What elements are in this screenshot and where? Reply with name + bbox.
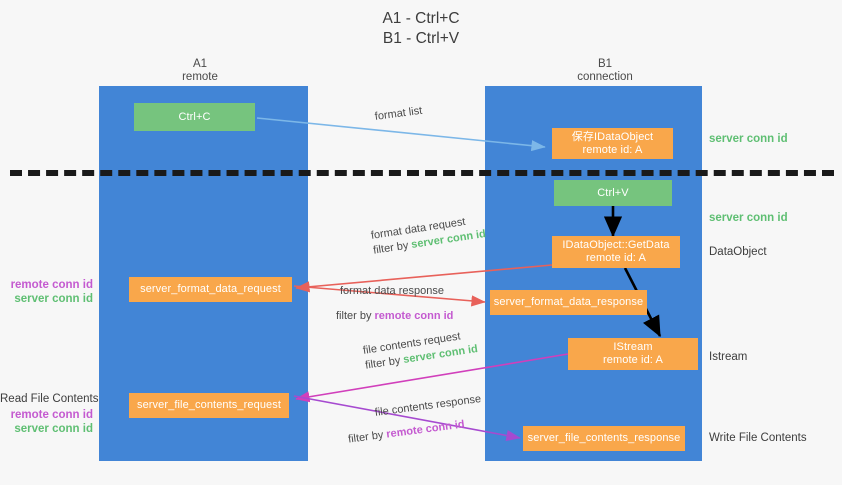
node-save-idataobject-remote-id: remote id: A (582, 143, 643, 156)
page-title: A1 - Ctrl+C B1 - Ctrl+V (0, 9, 842, 49)
node-server-format-data-response[interactable]: server_format_data_response (490, 290, 647, 315)
node-server-file-contents-response[interactable]: server_file_contents_response (523, 426, 685, 451)
right-label-istream: Istream (709, 351, 748, 363)
filter-by-text-2: filter by (336, 310, 372, 322)
node-idataobject-getdata-title: IDataObject::GetData (562, 239, 670, 251)
node-idataobject-getdata-remote-id: remote id: A (586, 252, 646, 264)
node-istream-remote-id: remote id: A (603, 354, 663, 366)
node-save-idataobject[interactable]: 保存IDataObject remote id: A (552, 128, 673, 159)
edge-label-format-data-response-text: format data response (340, 285, 444, 297)
edge-label-format-data-response-filter: filter by remote conn id (336, 309, 453, 324)
edge-label-format-data-response: format data response filter by remote co… (336, 284, 453, 324)
title-line-2: B1 - Ctrl+V (382, 30, 460, 47)
phase-divider (10, 170, 834, 176)
left-label-remote-conn-id-2: remote conn id (10, 409, 93, 421)
filter-by-text-1: filter by (372, 239, 410, 257)
lane-b1-title: B1 (597, 58, 613, 70)
arrow-format-data-response (293, 285, 486, 307)
right-label-dataobject: DataObject (709, 246, 767, 258)
left-label-server-conn-id-2: server conn id (14, 423, 93, 435)
right-label-write-file-contents: Write File Contents (709, 432, 807, 444)
node-server-file-contents-response-label: server_file_contents_response (527, 432, 681, 444)
node-server-format-data-request-label: server_format_data_request (140, 283, 281, 295)
left-label-read-file-contents: Read File Contents (0, 393, 99, 405)
node-ctrl-c[interactable]: Ctrl+C (134, 103, 255, 131)
node-istream[interactable]: IStream remote id: A (568, 338, 698, 370)
left-label-remote-conn-id-1: remote conn id (10, 279, 93, 291)
left-label-conn-ids-top: remote conn id server conn id (0, 278, 93, 306)
arrow-format-list (256, 117, 546, 152)
node-save-idataobject-title: 保存IDataObject (571, 130, 654, 143)
lane-a1-subtitle: remote (182, 71, 218, 83)
node-ctrl-v-label: Ctrl+V (597, 186, 629, 199)
node-idataobject-getdata[interactable]: IDataObject::GetData remote id: A (552, 236, 680, 268)
lane-header-a1: A1 remote (140, 58, 260, 84)
lane-header-b1: B1 connection (545, 58, 665, 84)
node-server-file-contents-request-label: server_file_contents_request (136, 399, 282, 411)
lane-a1-title: A1 (192, 58, 208, 70)
node-ctrl-c-label: Ctrl+C (178, 110, 211, 123)
right-label-server-conn-id-second: server conn id (709, 212, 788, 224)
arrow-file-contents-request (295, 353, 569, 403)
left-label-read-file-contents-group: Read File Contents remote conn id server… (0, 392, 99, 436)
left-label-server-conn-id-1: server conn id (14, 293, 93, 305)
right-label-server-conn-id-top: server conn id (709, 133, 788, 145)
node-server-format-data-request[interactable]: server_format_data_request (129, 277, 292, 302)
node-istream-title: IStream (613, 341, 653, 353)
token-remote-conn-id-1: remote conn id (374, 310, 454, 322)
lane-b1-subtitle: connection (577, 71, 633, 83)
title-line-1: A1 - Ctrl+C (382, 10, 460, 27)
arrow-format-data-request (295, 264, 553, 293)
filter-by-text-4: filter by (347, 429, 385, 446)
arrow-file-contents-response (293, 395, 521, 442)
node-ctrl-v[interactable]: Ctrl+V (554, 180, 672, 206)
node-server-format-data-response-label: server_format_data_response (493, 296, 644, 308)
node-server-file-contents-request[interactable]: server_file_contents_request (129, 393, 289, 418)
filter-by-text-3: filter by (364, 354, 402, 372)
